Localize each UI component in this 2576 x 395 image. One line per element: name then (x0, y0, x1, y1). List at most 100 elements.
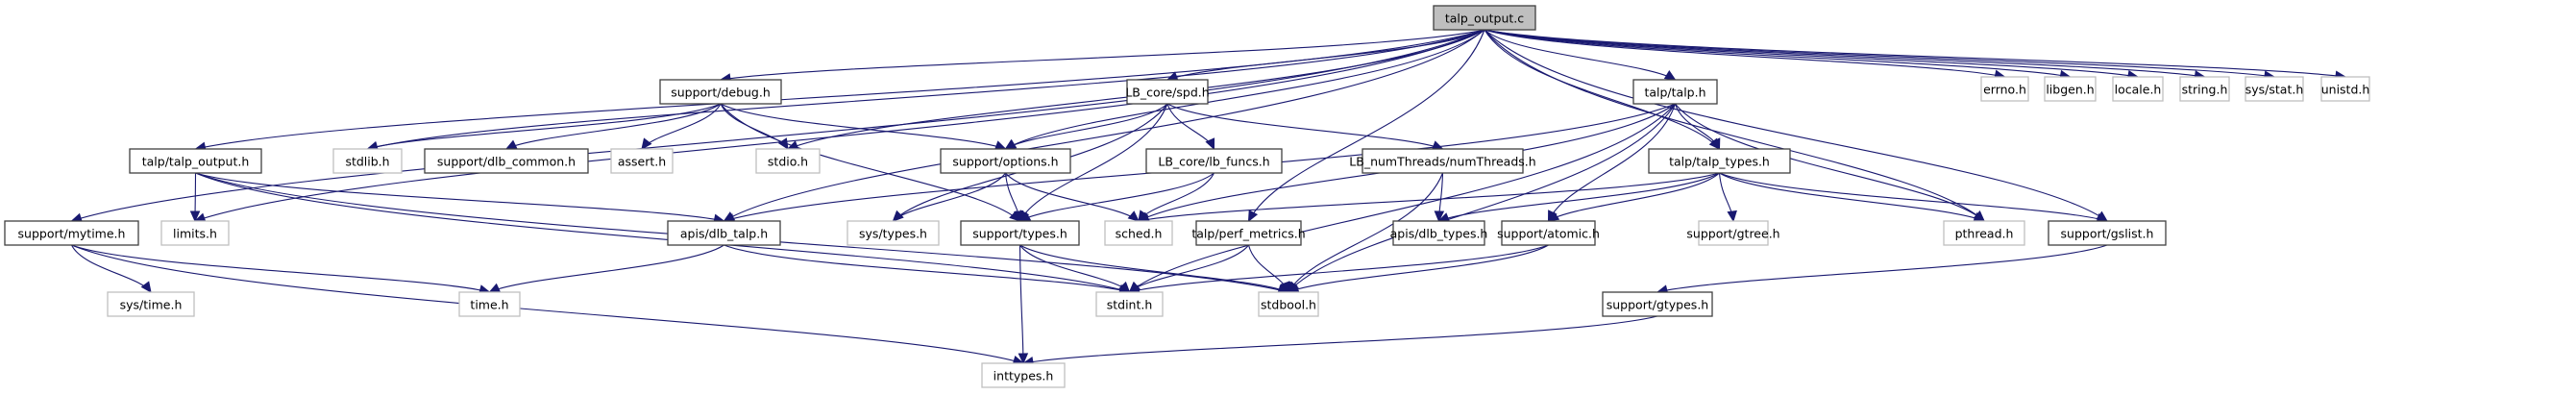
node-support-gtypes-h[interactable]: support/gtypes.h (1602, 291, 1713, 317)
edge-talp_perf_metrics_h-to-stdbool_h (1247, 244, 1290, 294)
node-box[interactable] (1648, 148, 1791, 174)
node-support-options-h[interactable]: support/options.h (940, 148, 1071, 174)
node-errno-h: errno.h (1980, 76, 2029, 102)
node-label: assert.h (618, 155, 666, 169)
edge-line (1019, 244, 1289, 293)
node-support-dlb-common-h[interactable]: support/dlb_common.h (424, 148, 589, 174)
node-box[interactable] (424, 148, 589, 174)
node-box (2112, 76, 2164, 102)
node-box[interactable] (129, 148, 262, 174)
node-box (1095, 291, 1164, 317)
edge-line (367, 103, 722, 150)
node-label: stdlib.h (345, 155, 389, 169)
node-lb-numthreads-h[interactable]: LB_numThreads/numThreads.h (1349, 148, 1536, 174)
node-box[interactable] (1632, 79, 1718, 105)
arrowhead-icon (488, 283, 502, 293)
edge-line (1484, 29, 2071, 78)
edge-support_mytime_h-to-inttypes_h (71, 244, 1025, 366)
node-talp-talp-types-h[interactable]: talp/talp_types.h (1648, 148, 1791, 174)
edge-line (724, 244, 1130, 293)
edge-line (1484, 29, 2346, 78)
node-box (755, 148, 821, 174)
node-lb-core-lb-funcs-h[interactable]: LB_core/lb_funcs.h (1145, 148, 1283, 174)
node-box[interactable] (1501, 220, 1596, 246)
arrowhead-icon (786, 140, 799, 151)
node-support-mytime-h[interactable]: support/mytime.h (4, 220, 139, 246)
node-support-atomic-h[interactable]: support/atomic.h (1497, 220, 1600, 246)
edge-lb_core_spd_h-to-support_options_h (1004, 103, 1168, 150)
node-label: support/gslist.h (2061, 227, 2154, 241)
node-apis-dlb-talp-h[interactable]: apis/dlb_talp.h (667, 220, 781, 246)
edge-line (1484, 29, 1985, 222)
edge-line (1484, 29, 2108, 222)
edge-line (1719, 172, 2108, 222)
node-support-types-h[interactable]: support/types.h (960, 220, 1080, 246)
node-box[interactable] (1392, 220, 1485, 246)
node-box[interactable] (4, 220, 139, 246)
node-box[interactable] (1433, 5, 1536, 31)
arrowhead-icon (892, 210, 904, 222)
edge-support_gslist_h-to-support_gtypes_h (1656, 244, 2108, 295)
node-label: sched.h (1116, 227, 1163, 241)
node-box[interactable] (659, 79, 782, 105)
node-label: locale.h (2115, 83, 2162, 97)
node-pthread-h: pthread.h (1943, 220, 2025, 246)
node-label: support/dlb_common.h (437, 155, 576, 169)
edge-line (195, 172, 1130, 293)
arrowhead-icon (1710, 137, 1721, 151)
node-box[interactable] (1195, 220, 1302, 246)
node-stdio-h: stdio.h (755, 148, 821, 174)
node-label: libgen.h (2046, 83, 2094, 97)
node-apis-dlb-types-h[interactable]: apis/dlb_types.h (1390, 220, 1488, 246)
node-label: apis/dlb_types.h (1390, 227, 1488, 241)
node-box[interactable] (940, 148, 1071, 174)
node-talp-talp-h[interactable]: talp/talp.h (1632, 79, 1718, 105)
node-box (610, 148, 674, 174)
node-support-debug-h[interactable]: support/debug.h (659, 79, 782, 105)
edge-line (1484, 29, 2005, 78)
node-sys-time-h: sys/time.h (107, 291, 195, 317)
node-support-gslist-h[interactable]: support/gslist.h (2048, 220, 2167, 246)
node-box (2320, 76, 2370, 102)
edge-line (1548, 172, 1720, 222)
edge-line (1656, 244, 2108, 293)
edge-line (1005, 172, 1140, 222)
node-box[interactable] (1362, 148, 1524, 174)
edge-line (1138, 172, 1720, 222)
node-label: inttypes.h (994, 369, 1054, 383)
node-inttypes-h: inttypes.h (981, 362, 1066, 388)
arrowhead-icon (1727, 210, 1737, 223)
node-box[interactable] (960, 220, 1080, 246)
edge-line (195, 29, 1485, 150)
edge-line (1129, 244, 1549, 293)
edge-line (1166, 103, 1443, 150)
edge-support_types_h-to-stdbool_h (1019, 244, 1290, 293)
node-label: stdio.h (768, 155, 808, 169)
node-box[interactable] (2048, 220, 2167, 246)
arrowhead-icon (1018, 353, 1029, 365)
edge-line (1484, 29, 2205, 78)
node-box (1980, 76, 2029, 102)
node-box[interactable] (1126, 79, 1209, 105)
node-label: sys/stat.h (2245, 83, 2304, 97)
node-lb-core-spd-h[interactable]: LB_core/spd.h (1125, 79, 1210, 105)
arrowhead-icon (504, 139, 518, 150)
node-label: stdint.h (1107, 298, 1153, 312)
edge-talp_talp_h-to-talp_talp_types_h (1674, 103, 1721, 151)
node-talp-talp-output-h[interactable]: talp/talp_output.h (129, 148, 262, 174)
node-label: limits.h (173, 227, 217, 241)
edge-apis_dlb_talp_h-to-time_h (488, 244, 724, 293)
edge-line (71, 244, 490, 293)
node-box[interactable] (1602, 291, 1713, 317)
edge-support_types_h-to-inttypes_h (1018, 244, 1029, 365)
node-box[interactable] (667, 220, 781, 246)
node-talp-perf-metrics-h[interactable]: talp/perf_metrics.h (1191, 220, 1306, 246)
edge-lb_core_lb_funcs_h-to-support_types_h (1018, 172, 1214, 222)
edge-talp_talp_types_h-to-support_gtree_h (1718, 172, 1737, 223)
node-box[interactable] (1145, 148, 1283, 174)
node-talp-output-c[interactable]: talp_output.c (1433, 5, 1536, 31)
node-limits-h: limits.h (160, 220, 230, 246)
edge-line (1018, 244, 1024, 364)
edge-line (893, 172, 1006, 222)
edge-talp_talp_types_h-to-support_atomic_h (1547, 172, 1720, 222)
